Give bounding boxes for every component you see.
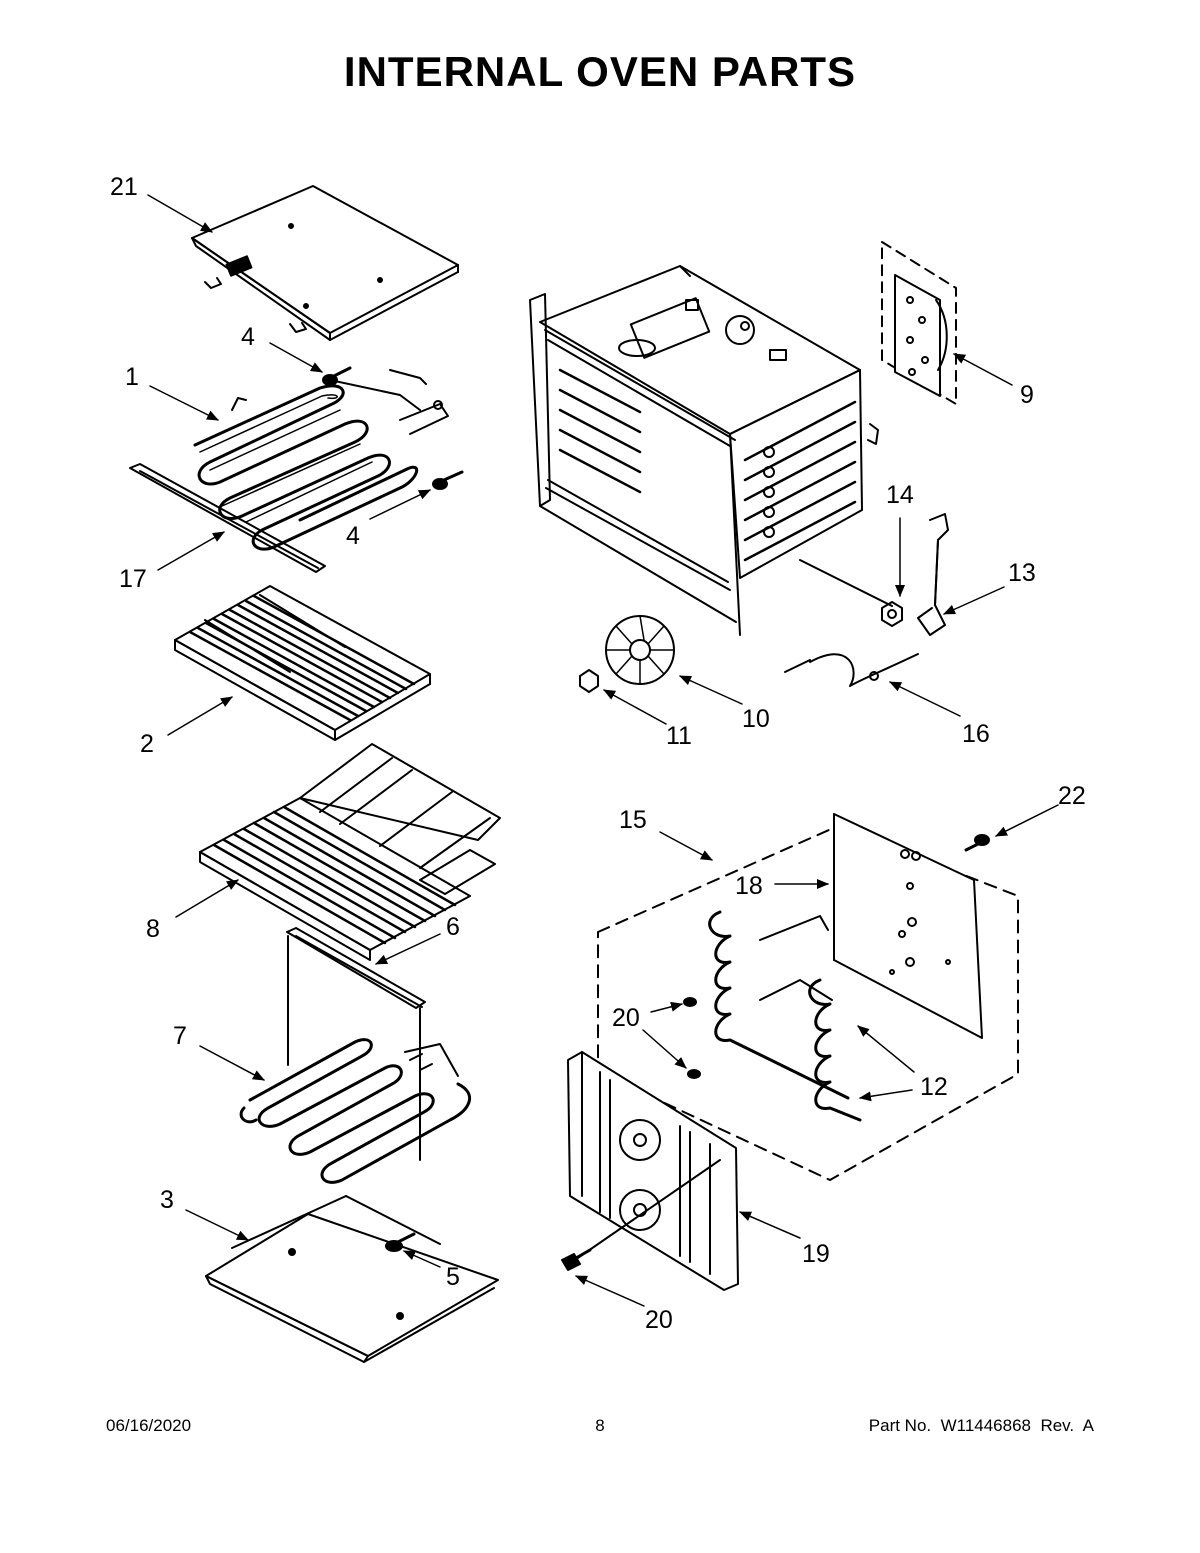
nut-11-drawing [579,669,599,693]
callout-12: 12 [920,1073,948,1101]
callout-arrows [147,194,1059,1307]
sensor-13-drawing [917,513,949,636]
callout-2: 2 [140,730,154,758]
callout-13: 13 [1008,559,1036,587]
callout-18: 18 [735,872,763,900]
callout-15: 15 [619,806,647,834]
footer-page-number: 8 [595,1416,605,1435]
callout-22: 22 [1058,782,1086,810]
probe-16-drawing [784,653,919,687]
callout-1: 1 [125,363,139,391]
fan-blade-10-drawing [605,615,675,685]
callout-6: 6 [446,913,460,941]
callout-7: 7 [173,1022,187,1050]
oven-rack-drawing [174,585,431,741]
screw-4a-drawing [322,366,352,386]
broil-element-drawing [193,369,449,551]
callout-19: 19 [802,1240,830,1268]
callout-16: 16 [962,720,990,748]
callout-labels: 21 4 1 4 17 2 8 6 7 3 5 9 14 13 10 11 16… [110,173,1086,1334]
callout-11: 11 [666,722,692,750]
bake-element-drawing [239,1038,472,1184]
callout-4-top: 4 [241,323,255,351]
fan-cover-19-drawing [561,1051,739,1291]
callout-17: 17 [119,565,147,593]
rail-drawing [129,463,326,573]
callout-20-bottom: 20 [645,1306,673,1334]
top-shield-panel-drawing [191,185,459,341]
page-title: INTERNAL OVEN PARTS [343,48,857,95]
footer-part-number: Part No. W11446868 Rev. A [868,1416,1094,1435]
callout-10: 10 [742,705,770,733]
bracket-9-drawing [881,241,957,405]
convection-assembly-15-drawing [597,813,1019,1181]
sliding-rack-drawing [199,743,501,961]
bottom-panel-drawing [205,1195,499,1363]
callout-3: 3 [160,1186,174,1214]
screw-4b-drawing [432,470,464,490]
callout-9: 9 [1020,381,1034,409]
callout-21: 21 [110,173,138,201]
callout-8: 8 [146,915,160,943]
footer-date: 06/16/2020 [106,1416,192,1435]
callout-5: 5 [446,1263,460,1291]
callout-20-top: 20 [612,1004,640,1032]
bake-rail-drawing [286,927,426,1161]
callout-14: 14 [886,481,914,509]
callout-4-bottom: 4 [346,522,360,550]
oven-cavity-drawing [529,265,893,636]
screw-5-drawing [385,1232,416,1252]
nut-14-drawing [881,601,903,627]
